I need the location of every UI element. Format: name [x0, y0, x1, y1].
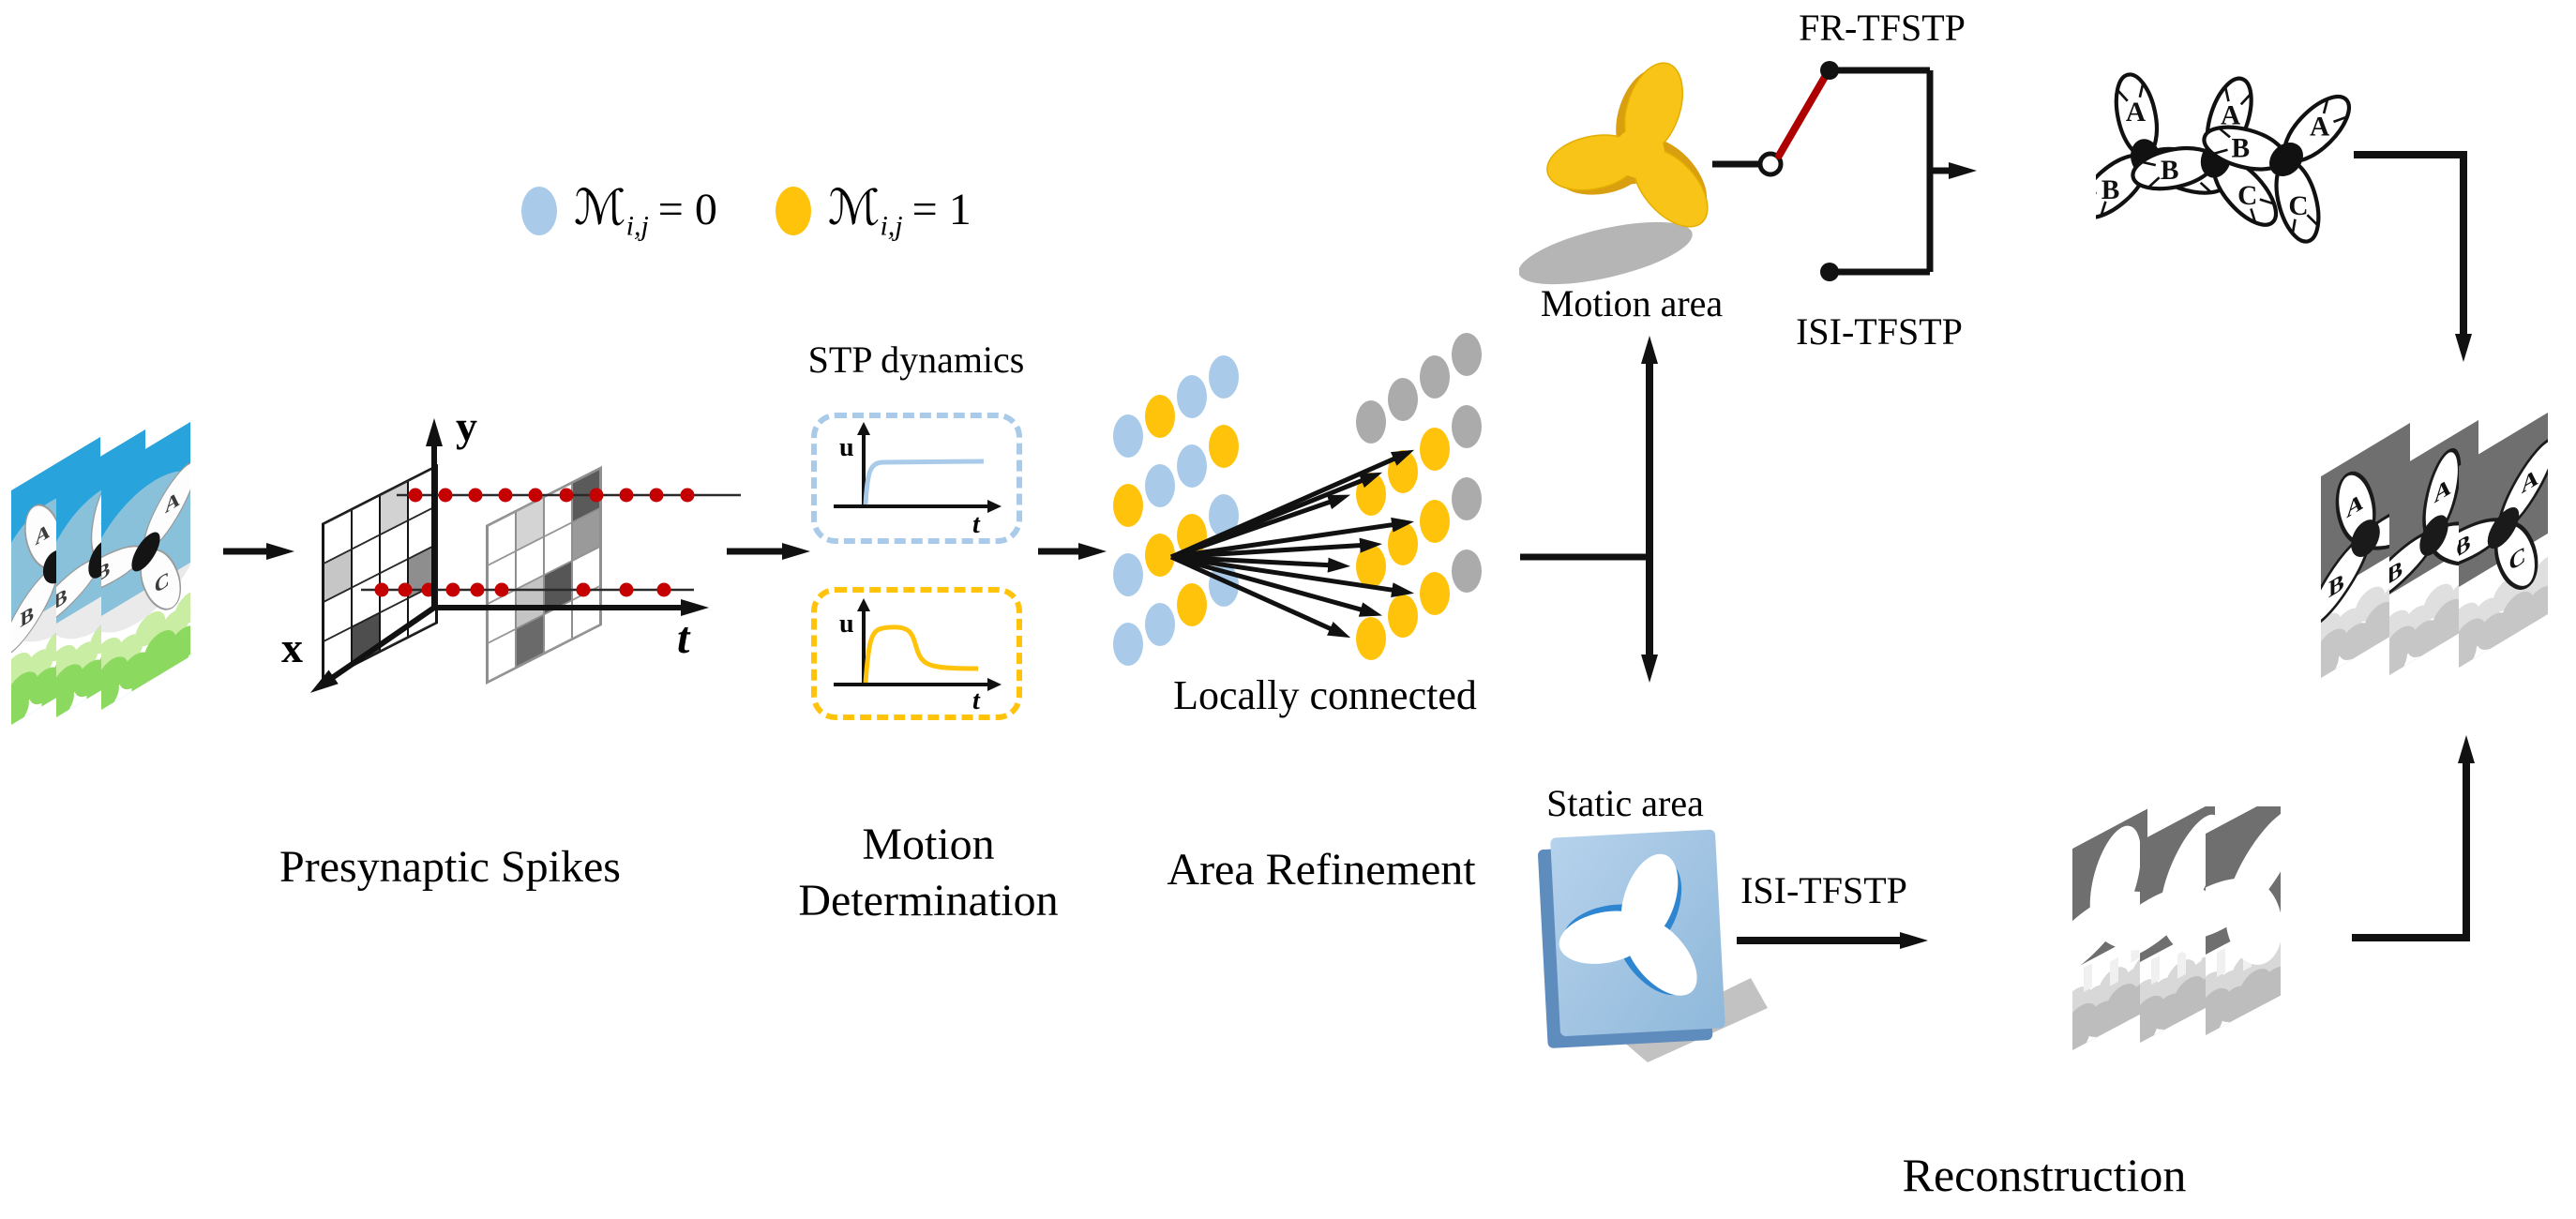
switch-lever	[1775, 73, 1829, 159]
fan-blade-letter: C	[2509, 541, 2526, 577]
fan-blade-letter: A	[2221, 100, 2240, 130]
static-output-stack	[2072, 806, 2281, 1050]
t-axis-label: t	[677, 613, 691, 663]
fan-blade-letter: B	[2232, 133, 2251, 163]
spatiotemporal-grid-back	[486, 465, 602, 685]
fan-blade-letter: C	[155, 567, 170, 598]
t-axis-label: t	[972, 510, 981, 536]
fan-blade-letter: A	[2522, 462, 2538, 499]
fan-blade-letter: B	[20, 602, 34, 633]
fan-blade-letter: C	[2288, 191, 2308, 221]
fan-blade-letter: B	[2101, 175, 2120, 205]
fr-tfstp-label: FR-TFSTP	[1799, 7, 1966, 49]
switch-contact-bottom	[1820, 263, 1839, 281]
stp-facilitation-box: u t	[811, 413, 1022, 544]
legend-subscript: i,j	[625, 210, 649, 242]
fan-blade-letter: A	[35, 519, 51, 550]
reconstruction-label: Reconstruction	[1902, 1149, 2187, 1201]
stp-dynamics-title: STP dynamics	[807, 339, 1025, 381]
stp-depression-box: u t	[811, 587, 1022, 720]
motion-determination-label-line2: Determination	[798, 876, 1059, 926]
legend-value: = 1	[911, 185, 972, 234]
presynaptic-spikes-label: Presynaptic Spikes	[279, 842, 621, 892]
legend-symbol: ℳ	[574, 180, 626, 236]
yellow-neuron-legend-icon	[775, 187, 811, 236]
fan-blade-letter: A	[165, 487, 181, 519]
fan-blade-letter: B	[97, 557, 111, 588]
area-refinement-label: Area Refinement	[1167, 845, 1476, 895]
switch-contact-top	[1820, 61, 1839, 80]
legend-item-yellow: ℳi,j = 1	[828, 180, 972, 242]
motion-area-label: Motion area	[1540, 282, 1724, 324]
fan-blade-letter: A	[2126, 98, 2146, 128]
static-area-label: Static area	[1546, 782, 1704, 824]
stp-depression-plot: u t	[834, 598, 1002, 713]
fan-blade-letter: A	[2310, 113, 2329, 143]
y-axis-label: y	[456, 402, 477, 450]
stp-facilitation-plot: u t	[834, 422, 1002, 536]
depression-curve	[863, 625, 979, 684]
fan-blade-letter: A	[2346, 487, 2363, 523]
neuron-cluster-output	[1356, 333, 1482, 660]
motion-determination-label-line1: Motion	[862, 820, 995, 869]
legend-value: = 0	[657, 185, 717, 234]
x-axis-label: x	[281, 624, 303, 671]
legend-subscript: i,j	[880, 210, 903, 242]
motion-area-3d-fan	[1519, 62, 1709, 285]
blue-neuron-legend-icon	[521, 187, 557, 236]
fan-blade-letter: C	[2237, 181, 2257, 211]
fan-blade-letter: B	[2328, 568, 2344, 604]
isi-tfstp-switch-label: ISI-TFSTP	[1796, 310, 1963, 353]
reconstructed-frame-stack: ACBACBACB	[2321, 412, 2548, 678]
local-connection-arrows	[1169, 449, 1415, 639]
fan-blade-letter: B	[2387, 554, 2403, 590]
input-frame-stack: ACBACBACB	[11, 421, 190, 725]
u-axis-label: u	[839, 433, 854, 462]
static-area-3d-block	[1537, 829, 1768, 1062]
u-axis-label: u	[839, 610, 854, 639]
legend-symbol: ℳ	[827, 180, 881, 236]
legend-item-blue: ℳi,j = 0	[574, 180, 717, 242]
fan-blade-letter: B	[2455, 528, 2471, 564]
arrow-static-to-reconstruction	[2352, 735, 2475, 941]
spatiotemporal-grid-front	[322, 463, 438, 683]
fan-blade-letter: B	[2161, 156, 2179, 186]
switch-pivot	[1757, 151, 1784, 177]
legend: ℳi,j = 0 ℳi,j = 1	[521, 180, 972, 242]
neuron-cluster-input	[1113, 355, 1239, 666]
locally-connected-caption: Locally connected	[1173, 672, 1477, 718]
t-axis-label: t	[972, 686, 981, 713]
fan-blade-letter: B	[53, 584, 68, 615]
arrow-fans-to-reconstruction	[2354, 151, 2472, 362]
facilitation-curve	[863, 459, 985, 505]
motion-output-fans: ACBACBACB	[2096, 72, 2351, 244]
fan-blade-letter: A	[2434, 473, 2451, 509]
isi-tfstp-static-label: ISI-TFSTP	[1740, 869, 1907, 911]
